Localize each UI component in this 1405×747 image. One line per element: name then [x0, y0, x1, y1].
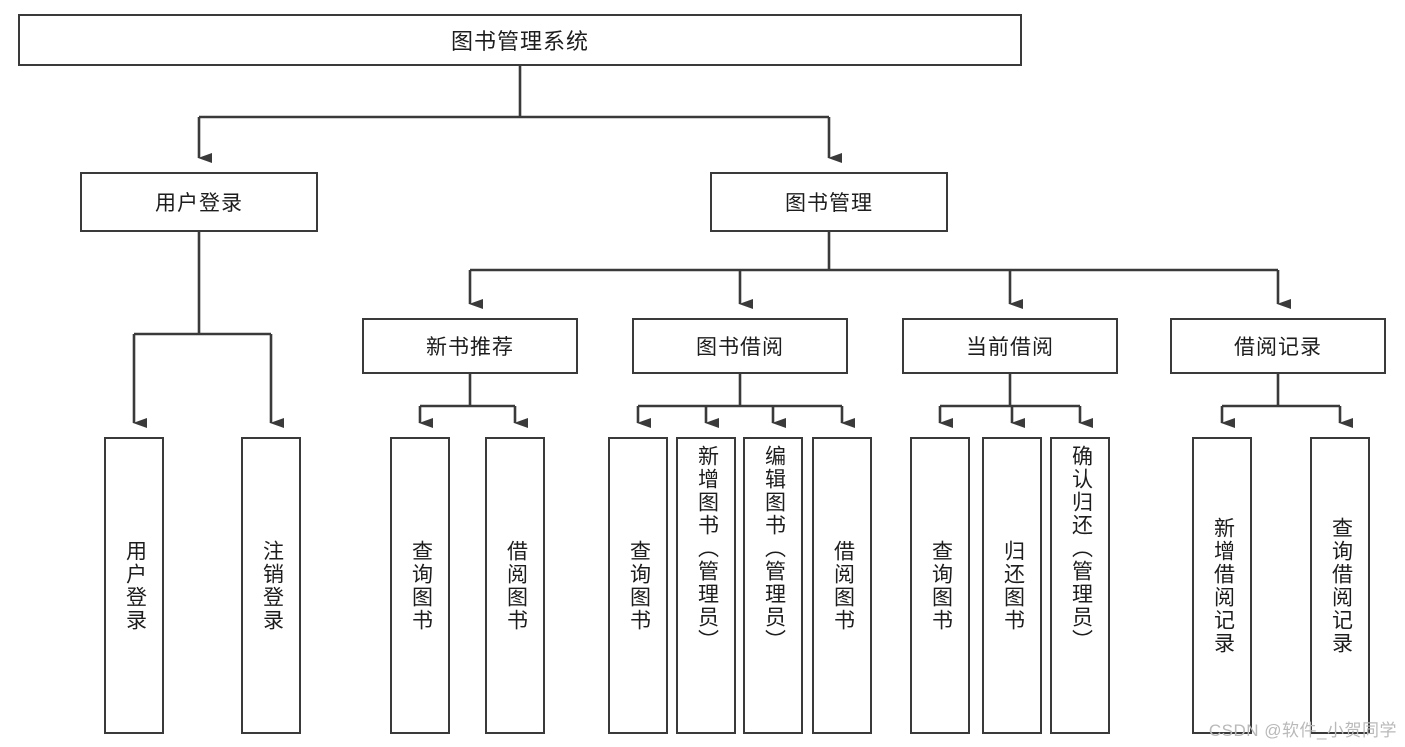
leaf-query-book-cur-label: 查询图书 [929, 539, 953, 632]
node-borrow-record[interactable]: 借阅记录 [1170, 318, 1386, 374]
leaf-query-book-cur[interactable]: 查询图书 [910, 437, 970, 734]
leaf-confirm-return[interactable]: 确认归还（管理员） [1050, 437, 1110, 734]
node-book-borrow[interactable]: 图书借阅 [632, 318, 848, 374]
node-current-borrow-label: 当前借阅 [966, 336, 1054, 359]
node-root[interactable]: 图书管理系统 [18, 14, 1022, 66]
leaf-edit-book-label: 编辑图书（管理员） [762, 445, 786, 652]
leaf-confirm-return-label: 确认归还（管理员） [1069, 445, 1093, 652]
leaf-add-record[interactable]: 新增借阅记录 [1192, 437, 1252, 734]
leaf-edit-book[interactable]: 编辑图书（管理员） [743, 437, 803, 734]
leaf-borrow-book-label: 借阅图书 [831, 539, 855, 632]
leaf-query-book-rec[interactable]: 查询图书 [390, 437, 450, 734]
leaf-add-record-label: 新增借阅记录 [1211, 516, 1235, 655]
node-new-book-rec[interactable]: 新书推荐 [362, 318, 578, 374]
leaf-add-book-label: 新增图书（管理员） [695, 445, 719, 652]
leaf-query-record-label: 查询借阅记录 [1329, 516, 1353, 655]
node-new-book-rec-label: 新书推荐 [426, 336, 514, 359]
leaf-user-login[interactable]: 用户登录 [104, 437, 164, 734]
node-user-login-label: 用户登录 [155, 192, 243, 215]
leaf-borrow-book-rec[interactable]: 借阅图书 [485, 437, 545, 734]
leaf-query-book-borrow[interactable]: 查询图书 [608, 437, 668, 734]
node-current-borrow[interactable]: 当前借阅 [902, 318, 1118, 374]
node-root-label: 图书管理系统 [450, 29, 589, 54]
leaf-return-book-label: 归还图书 [1001, 539, 1025, 632]
leaf-user-login-label: 用户登录 [123, 539, 147, 632]
node-borrow-record-label: 借阅记录 [1234, 336, 1322, 359]
node-user-login[interactable]: 用户登录 [80, 172, 318, 232]
node-book-manage[interactable]: 图书管理 [710, 172, 948, 232]
leaf-query-book-borrow-label: 查询图书 [627, 539, 651, 632]
leaf-query-book-rec-label: 查询图书 [409, 539, 433, 632]
leaf-logout[interactable]: 注销登录 [241, 437, 301, 734]
leaf-logout-label: 注销登录 [260, 539, 284, 632]
leaf-borrow-book[interactable]: 借阅图书 [812, 437, 872, 734]
leaf-query-record[interactable]: 查询借阅记录 [1310, 437, 1370, 734]
leaf-return-book[interactable]: 归还图书 [982, 437, 1042, 734]
node-book-manage-label: 图书管理 [785, 192, 873, 215]
node-book-borrow-label: 图书借阅 [696, 336, 784, 359]
leaf-add-book[interactable]: 新增图书（管理员） [676, 437, 736, 734]
leaf-borrow-book-rec-label: 借阅图书 [504, 539, 528, 632]
